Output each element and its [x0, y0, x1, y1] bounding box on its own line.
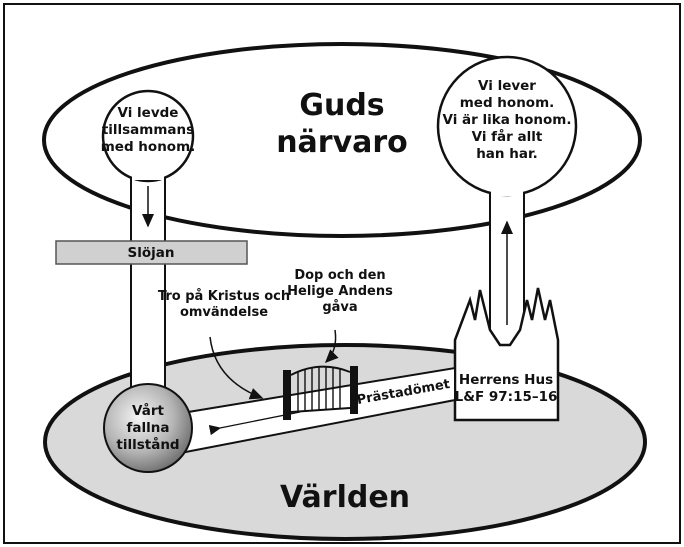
baptism-label-line: Helige Andens [287, 284, 393, 299]
fallen-label-line: Vårt [132, 402, 164, 419]
fallen-label-line: tillstånd [116, 436, 179, 453]
bubble-joint-right [491, 182, 523, 196]
baptism-arrow [324, 329, 339, 364]
baptism-label-line: Dop och den [294, 268, 385, 283]
bubble-joint-left [132, 168, 164, 180]
left-bubble-line: med honom. [101, 139, 196, 155]
world-label: Världen [280, 480, 410, 515]
left-bubble-line: tillsammans [102, 122, 194, 138]
baptism-label-line: gåva [322, 300, 357, 315]
right-bubble-line: Vi lever [478, 78, 536, 94]
right-bubble-line: Vi är lika honom. [442, 112, 571, 128]
temple-label-line: L&F 97:15–16 [455, 389, 558, 405]
left-bubble-line: Vi levde [118, 105, 179, 121]
right-bubble-line: med honom. [460, 95, 555, 111]
temple-label-line: Herrens Hus [459, 372, 553, 388]
temple-building [453, 287, 560, 422]
premortal-bubble [101, 89, 195, 183]
faith-label-line: omvändelse [180, 305, 268, 320]
right-bubble-line: Vi får allt [472, 128, 543, 145]
heaven-title-line1: Guds [299, 88, 384, 123]
faith-label-line: Tro på Kristus och [158, 289, 290, 304]
veil-bar [55, 240, 248, 265]
heaven-title-line2: närvaro [276, 125, 408, 160]
gate-icon [283, 365, 358, 420]
right-bubble-line: han har. [476, 146, 538, 162]
faith-arrow [209, 336, 264, 400]
fallen-state-sphere [103, 383, 193, 473]
veil-label: Slöjan [128, 245, 175, 261]
fallen-label-line: fallna [127, 420, 170, 436]
